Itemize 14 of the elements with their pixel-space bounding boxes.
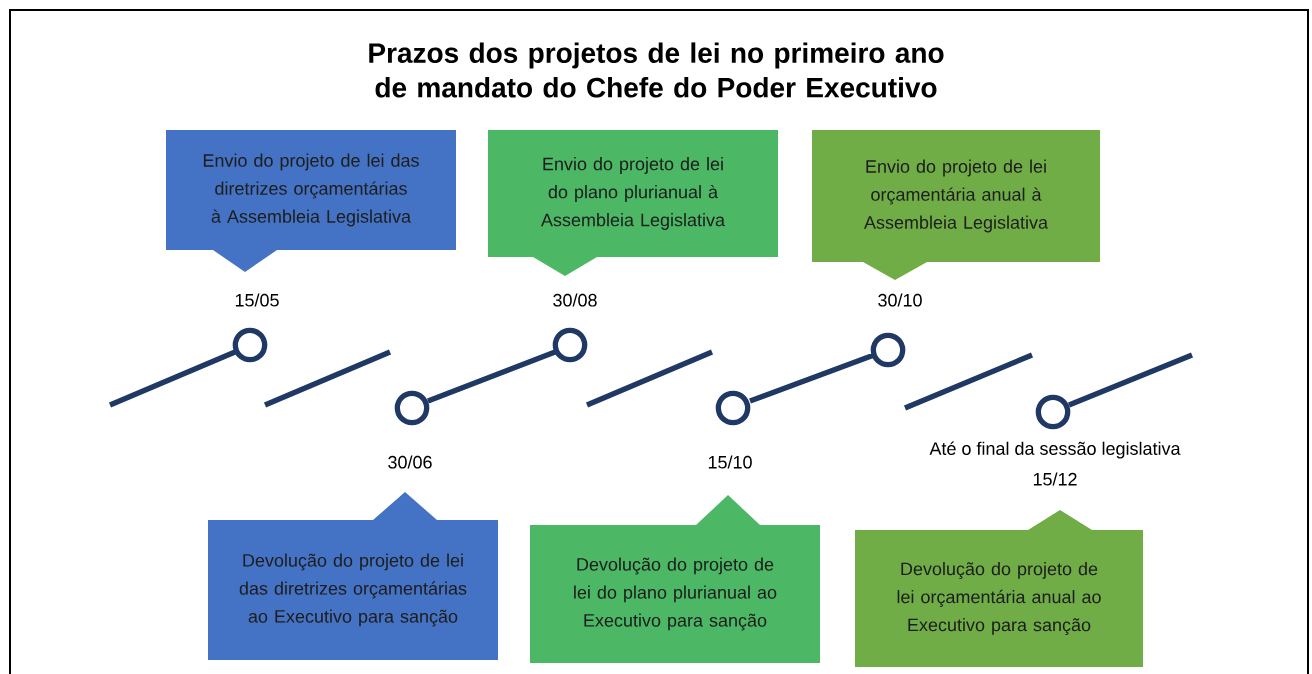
callout-box: Devolução do projeto de lei orçamentária anual ao Executivo para sanção bbox=[855, 510, 1143, 667]
title: Prazos dos projetos de lei no primeiro ano de mandato do Chefe do Poder Executivo bbox=[369, 42, 944, 98]
callout-box: Envio do projeto de lei das diretrizes orçamentárias à Assembleia Legislativa bbox=[166, 130, 456, 272]
date-label: Até o final da sessão legislativa bbox=[929, 441, 1181, 459]
callout-box: Devolução do projeto de lei das diretrizes orçamentárias ao Executivo para sanção bbox=[208, 492, 498, 660]
date-label: 30/06 bbox=[388, 455, 432, 469]
callout-box: Envio do projeto de lei do plano plurianual à Assembleia Legislativa bbox=[488, 130, 778, 276]
date-label: 15/05 bbox=[235, 293, 279, 307]
date-label: 30/10 bbox=[878, 293, 922, 307]
date-label: 30/08 bbox=[553, 293, 597, 307]
callout-box: Envio do projeto de lei orçamentária anual à Assembleia Legislativa bbox=[812, 130, 1100, 280]
date-label: 15/10 bbox=[708, 455, 752, 469]
callout-box: Devolução do projeto de lei do plano plurianual ao Executivo para sanção bbox=[530, 495, 820, 663]
date-label: 15/12 bbox=[1033, 472, 1077, 486]
